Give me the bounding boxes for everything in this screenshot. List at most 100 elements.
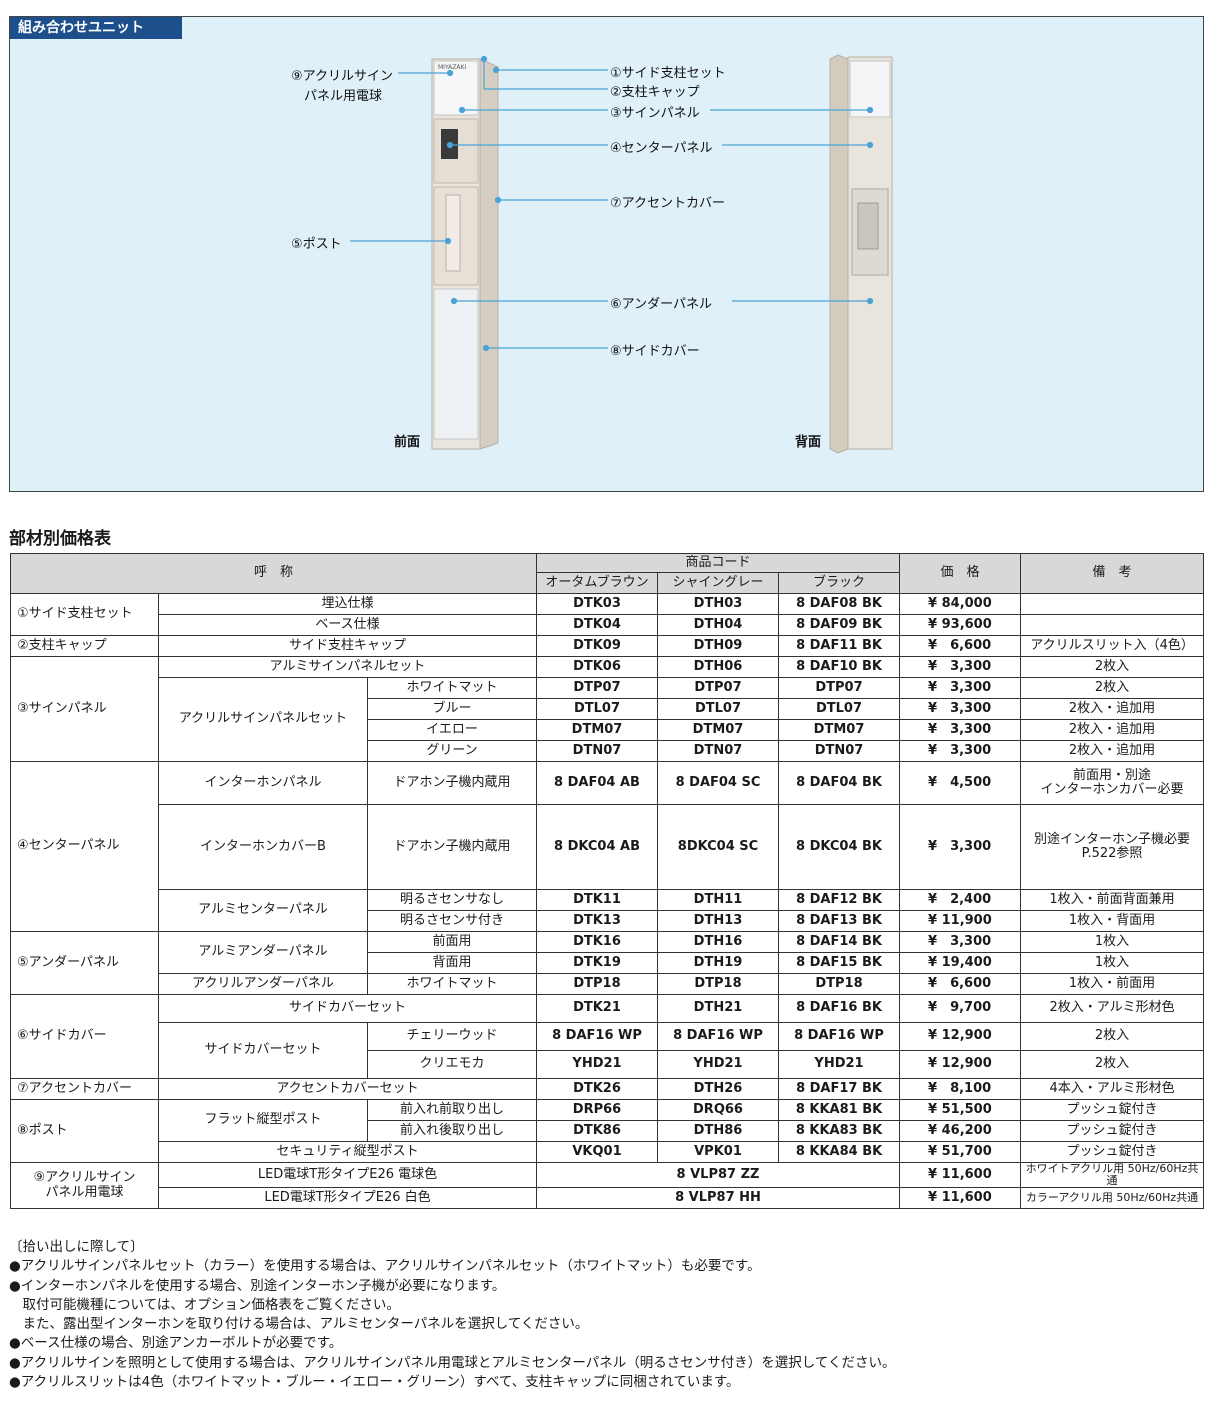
code-black: 8 DAF14 BK xyxy=(777,931,901,953)
price: ¥ 6,600 xyxy=(899,635,1022,657)
group-cell: ⑥サイドカバー xyxy=(10,994,159,1079)
table-row: 明るさセンサ付き DTK13 DTH13 8 DAF13 BK ¥ 11,900… xyxy=(11,910,1205,932)
item-name: サイドカバーセット xyxy=(158,994,537,1023)
note xyxy=(1020,614,1205,636)
table-row: イエロー DTM07 DTM07 DTM07 ¥ 3,300 2枚入・追加用 xyxy=(11,719,1205,741)
code-black: 8 DAF12 BK xyxy=(777,889,901,911)
item-name: 埋込仕様 xyxy=(158,593,537,615)
code-brown: DTK09 xyxy=(536,635,658,657)
note: 1枚入 xyxy=(1020,952,1205,974)
code-black: 8 DAF13 BK xyxy=(777,910,901,932)
panel-title: 組み合わせユニット xyxy=(10,17,182,39)
group-line: ⑨アクリルサイン xyxy=(33,1170,136,1186)
item-name: LED電球T形タイプE26 電球色 xyxy=(158,1161,537,1189)
code-black: 8 DKC04 BK xyxy=(777,804,901,890)
sub-name: サイドカバーセット xyxy=(158,1022,368,1079)
price: ¥ 46,200 xyxy=(899,1120,1022,1142)
table-row: ベース仕様 DTK04 DTH04 8 DAF09 BK ¥ 93,600 xyxy=(11,614,1205,636)
table-row: セキュリティ縦型ポスト VKQ01 VPK01 8 KKA84 BK ¥ 51,… xyxy=(11,1141,1205,1163)
code-grey: 8DKC04 SC xyxy=(657,804,779,890)
label-post: ⑤ポスト xyxy=(291,237,342,252)
item-name: サイド支柱キャップ xyxy=(158,635,537,657)
note-line: 別途インターホン子機必要 xyxy=(1034,831,1191,847)
code-brown: YHD21 xyxy=(536,1050,658,1079)
price-table: 呼 称 商品コード 価 格 備 考 オータムブラウン シャイングレー ブラック … xyxy=(10,553,1205,1210)
code-brown: DTK06 xyxy=(536,656,658,678)
note: アクリルスリット入（4色） xyxy=(1020,635,1205,657)
note-item: ●ベース仕様の場合、別途アンカーボルトが必要です。 xyxy=(9,1335,343,1352)
price: ¥ 11,600 xyxy=(899,1187,1022,1210)
group-cell: ⑦アクセントカバー xyxy=(10,1078,159,1100)
note: 1枚入・背面用 xyxy=(1020,910,1205,932)
note-item: ●アクリルサインを照明として使用する場合は、アクリルサインパネル用電球とアルミセ… xyxy=(9,1354,896,1371)
sub-name: アクリルサインパネルセット xyxy=(158,677,368,762)
note: 1枚入 xyxy=(1020,931,1205,953)
price: ¥ 51,700 xyxy=(899,1141,1022,1163)
code-grey: DTH21 xyxy=(657,994,779,1023)
sub-name: インターホンカバーB xyxy=(158,804,368,890)
price: ¥ 3,300 xyxy=(899,677,1022,699)
code-brown: 8 DAF04 AB xyxy=(536,761,658,805)
code-black: DTP07 xyxy=(777,677,901,699)
code-brown: DTK03 xyxy=(536,593,658,615)
item-name: チェリーウッド xyxy=(367,1022,537,1051)
unit-diagram: MIYAZAKI xyxy=(350,54,893,454)
note-line: 前面用・別途 xyxy=(1073,767,1152,783)
label-center-panel: ④センターパネル xyxy=(610,141,713,156)
sub-name: インターホンパネル xyxy=(158,761,368,805)
item-name: グリーン xyxy=(367,740,537,762)
note: プッシュ錠付き xyxy=(1020,1099,1205,1121)
label-bulb-2: パネル用電球 xyxy=(304,89,383,104)
note: 前面用・別途インターホンカバー必要 xyxy=(1020,761,1205,805)
code-brown: 8 DKC04 AB xyxy=(536,804,658,890)
price: ¥ 12,900 xyxy=(899,1050,1022,1079)
label-bulb-1: ⑨アクリルサイン xyxy=(291,69,394,84)
table-row: インターホンカバーB ドアホン子機内蔵用 8 DKC04 AB 8DKC04 S… xyxy=(11,804,1205,890)
code-black: 8 DAF17 BK xyxy=(777,1078,901,1100)
price: ¥ 4,500 xyxy=(899,761,1022,805)
price: ¥ 2,400 xyxy=(899,889,1022,911)
item-name: アルミサインパネルセット xyxy=(158,656,537,678)
caption-back: 背面 xyxy=(795,435,822,450)
item-name: ホワイトマット xyxy=(367,677,537,699)
table-row: LED電球T形タイプE26 白色 8 VLP87 HH ¥ 11,600 カラー… xyxy=(11,1187,1205,1210)
price: ¥ 3,300 xyxy=(899,740,1022,762)
code-grey: DTH16 xyxy=(657,931,779,953)
note-line: インターホンカバー必要 xyxy=(1040,782,1184,797)
group-cell: ⑨アクリルサインパネル用電球 xyxy=(10,1161,159,1210)
item-name: 明るさセンサ付き xyxy=(367,910,537,932)
price: ¥ 84,000 xyxy=(899,593,1022,615)
code-black: 8 KKA84 BK xyxy=(777,1141,901,1163)
price: ¥ 93,600 xyxy=(899,614,1022,636)
table-row: ①サイド支柱セット 埋込仕様 DTK03 DTH03 8 DAF08 BK ¥ … xyxy=(10,593,1205,636)
code-grey: DTP07 xyxy=(657,677,779,699)
label-accent-cover: ⑦アクセントカバー xyxy=(610,196,726,211)
group-cell: ④センターパネル xyxy=(10,761,159,932)
table-row: 前入れ後取り出し DTK86 DTH86 8 KKA83 BK ¥ 46,200… xyxy=(11,1120,1205,1142)
code-black: 8 KKA81 BK xyxy=(777,1099,901,1121)
note: 2枚入 xyxy=(1020,677,1205,699)
code-grey: DTH26 xyxy=(657,1078,779,1100)
table-row: クリエモカ YHD21 YHD21 YHD21 ¥ 12,900 2枚入 xyxy=(11,1050,1205,1079)
code-brown: DTK11 xyxy=(536,889,658,911)
code-black: 8 DAF09 BK xyxy=(777,614,901,636)
group-line: パネル用電球 xyxy=(45,1184,124,1200)
note: カラーアクリル用 50Hz/60Hz共通 xyxy=(1020,1187,1205,1210)
code-black: 8 DAF16 WP xyxy=(777,1022,901,1051)
code-grey: DTL07 xyxy=(657,698,779,720)
table-row: ⑧ポスト フラット縦型ポスト 前入れ前取り出し DRP66 DRQ66 8 KK… xyxy=(10,1099,1205,1163)
header-grey: シャイングレー xyxy=(657,572,779,594)
code-black: 8 KKA83 BK xyxy=(777,1120,901,1142)
code-grey: DTH09 xyxy=(657,635,779,657)
header-code: 商品コード xyxy=(535,553,901,573)
header-black: ブラック xyxy=(777,572,901,594)
code-common: 8 VLP87 ZZ xyxy=(535,1161,901,1189)
code-black: 8 DAF10 BK xyxy=(777,656,901,678)
note: 2枚入・追加用 xyxy=(1020,740,1205,762)
table-row: ⑤アンダーパネル アルミアンダーパネル 前面用 DTK16 DTH16 8 DA… xyxy=(10,931,1205,995)
code-brown: DTP07 xyxy=(536,677,658,699)
item-name: 背面用 xyxy=(367,952,537,974)
code-grey: DTH86 xyxy=(657,1120,779,1142)
code-black: 8 DAF16 BK xyxy=(777,994,901,1023)
table-row: アクリルアンダーパネル ホワイトマット DTP18 DTP18 DTP18 ¥ … xyxy=(11,973,1205,995)
